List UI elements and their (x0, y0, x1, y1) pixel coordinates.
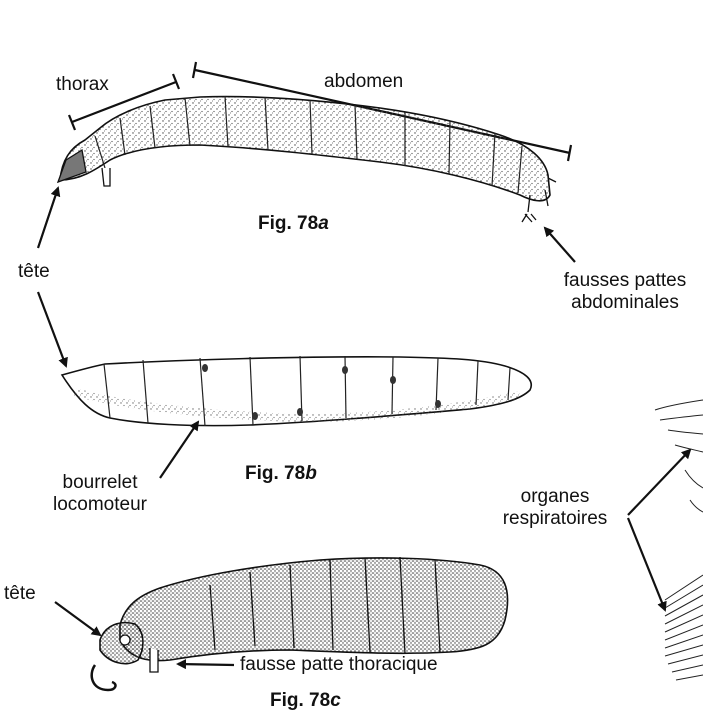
label-organes-line1: organes (490, 486, 620, 508)
arrow-fausses-pattes (545, 228, 575, 262)
fig-78c-prefix: Fig. 78 (270, 690, 330, 711)
larva-a-body (60, 97, 550, 201)
label-fausses-pattes-line1: fausses pattes (545, 270, 703, 292)
label-thorax: thorax (56, 74, 109, 96)
arrow-tete-to-larva-a (38, 188, 58, 248)
larva-b (62, 356, 531, 426)
label-organes-respiratoires: organes respiratoires (490, 486, 620, 530)
arrow-bourrelet (160, 422, 198, 478)
larva-a (58, 62, 571, 222)
respiratory-organs-drawing (655, 400, 703, 680)
fig-78a-caption: Fig. 78a (258, 213, 329, 235)
label-fausses-pattes: fausses pattes abdominales (545, 270, 703, 314)
larva-c-body (120, 558, 508, 661)
fig-78c-letter: c (330, 690, 341, 711)
arrow-organes-upper (628, 450, 690, 515)
fig-78b-prefix: Fig. 78 (245, 463, 305, 484)
arrow-tete-to-larva-b (38, 292, 66, 366)
arrow-organes-lower (628, 518, 665, 610)
label-fausse-patte-thoracique: fausse patte thoracique (240, 654, 438, 676)
fig-78b-caption: Fig. 78b (245, 463, 317, 485)
fig-78a-prefix: Fig. 78 (258, 213, 318, 234)
fig-78c-caption: Fig. 78c (270, 690, 341, 712)
label-bourrelet-line2: locomoteur (36, 494, 164, 516)
label-abdomen: abdomen (324, 71, 403, 93)
arrow-tete-c (55, 602, 100, 635)
label-bourrelet-line1: bourrelet (36, 472, 164, 494)
label-tete-c: tête (4, 583, 36, 605)
fig-78a-letter: a (318, 213, 329, 234)
label-fausses-pattes-line2: abdominales (545, 292, 703, 314)
label-tete-a: tête (18, 261, 50, 283)
label-organes-line2: respiratoires (490, 508, 620, 530)
arrow-fausse-patte-thoracique (178, 664, 234, 665)
fig-78b-letter: b (305, 463, 317, 484)
label-bourrelet: bourrelet locomoteur (36, 472, 164, 516)
